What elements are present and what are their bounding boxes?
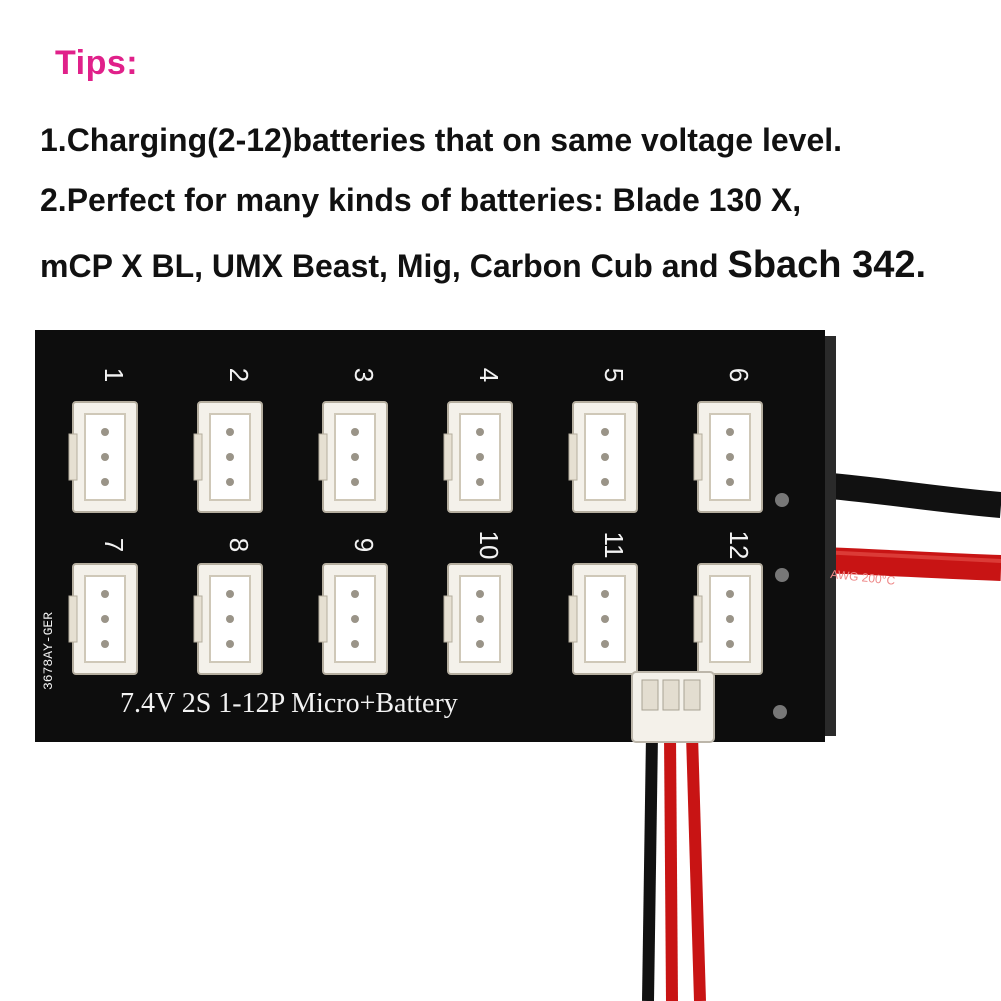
port-number-1: 1 (99, 368, 129, 382)
xh-connector-3 (318, 401, 388, 513)
tip-line-3-start: mCP X BL, UMX Beast, Mig, Carbon Cub and (40, 248, 728, 284)
xh-connector-9 (318, 563, 388, 675)
xh-connector-12 (693, 563, 763, 675)
xh-connector-5 (568, 401, 638, 513)
xh-connector-10 (443, 563, 513, 675)
mount-hole (773, 705, 787, 719)
output-cables (818, 472, 1001, 581)
port-number-4: 10 (474, 531, 504, 560)
xh-connector-4 (443, 401, 513, 513)
port-number-3: 3 (349, 368, 379, 382)
tip-line-1: 1.Charging(2-12)batteries that on same v… (40, 122, 843, 158)
port-number-2: 8 (224, 538, 254, 552)
mount-hole (775, 493, 789, 507)
tip-line-3: mCP X BL, UMX Beast, Mig, Carbon Cub and… (40, 244, 926, 287)
xh-connector-2 (193, 401, 263, 513)
xh-connector-7 (68, 563, 138, 675)
tip-line-2: 2.Perfect for many kinds of batteries: B… (40, 182, 802, 218)
port-number-1: 7 (99, 538, 129, 552)
mount-hole (775, 568, 789, 582)
serial-number: 3678AY-GER (41, 612, 56, 690)
wire-print: AWG 200°C (830, 567, 896, 588)
port-number-3: 9 (349, 538, 379, 552)
board-label: 7.4V 2S 1-12P Micro+Battery (120, 688, 458, 719)
port-number-6: 6 (724, 368, 754, 382)
xh-connector-8 (193, 563, 263, 675)
top-port-numbers: 1 2 3 4 5 6 (99, 368, 754, 382)
tips-title: Tips: (55, 44, 139, 82)
tip-line-3-end: Sbach 342. (727, 244, 927, 286)
xh-connector-1 (68, 401, 138, 513)
balance-lead (631, 671, 715, 1001)
connectors (68, 401, 763, 675)
port-number-6: 12 (724, 531, 754, 560)
port-number-5: 5 (599, 368, 629, 382)
xh-connector-6 (693, 401, 763, 513)
xh-connector-11 (568, 563, 638, 675)
bottom-port-numbers: 7 8 9 10 11 12 (99, 531, 754, 560)
port-number-5: 11 (599, 532, 629, 559)
port-number-4: 4 (474, 368, 504, 382)
port-number-2: 2 (224, 368, 254, 382)
